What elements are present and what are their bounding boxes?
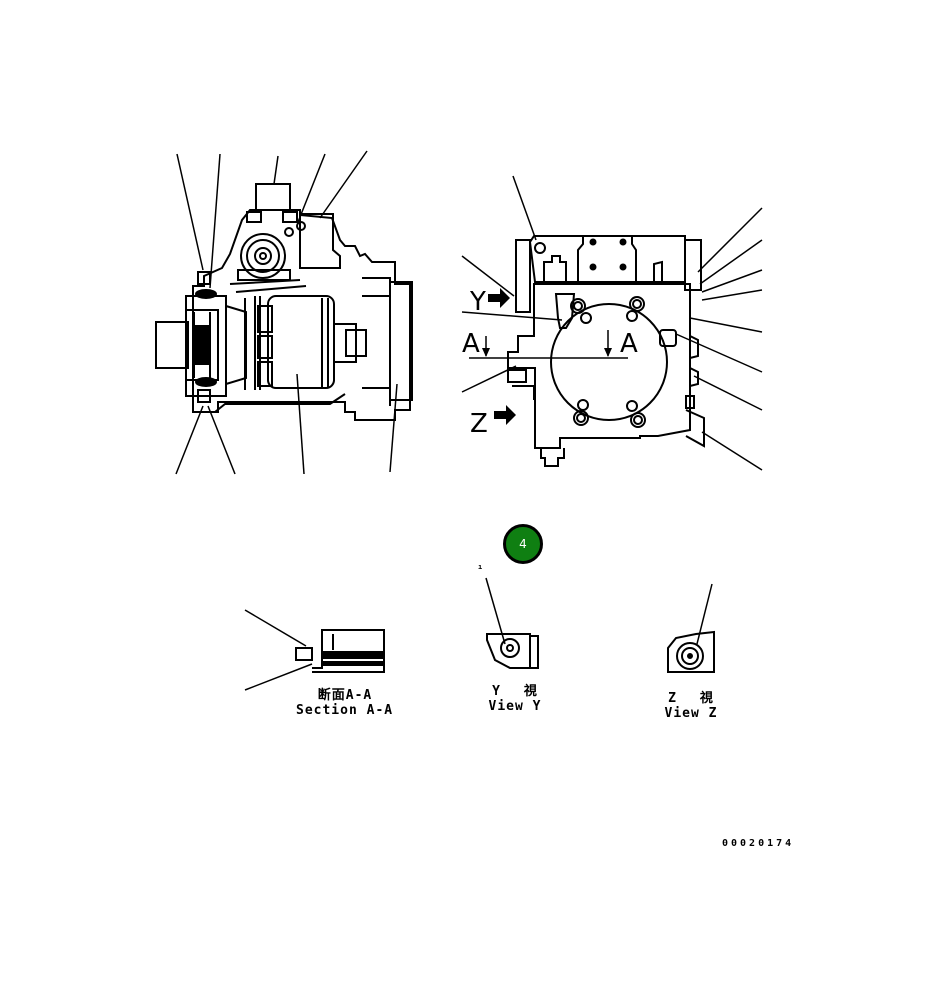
side-section-view [155, 150, 413, 475]
view-z-label-en: View Z [664, 706, 718, 721]
callout-number: 4 [519, 537, 527, 551]
svg-text:A: A [462, 329, 480, 359]
view-y-detail [485, 577, 539, 669]
view-z-detail [667, 583, 715, 673]
svg-text:Z: Z [470, 409, 488, 439]
front-view: Y A A Z [461, 175, 763, 471]
section-aa-label-jp: 断面A-A [317, 688, 373, 703]
view-y-label-en: View Y [488, 699, 542, 714]
section-aa-label-en: Section A-A [296, 703, 394, 718]
svg-text:A: A [620, 329, 638, 359]
view-z-label-jp: Z 視 [668, 691, 714, 706]
view-y-label-jp: Y 視 [492, 684, 538, 699]
section-aa-view [244, 609, 385, 691]
small-mark: ı [478, 563, 483, 571]
callout-number-badge[interactable]: 4 [503, 524, 543, 564]
svg-text:Y: Y [469, 287, 486, 317]
document-number: 00020174 [722, 838, 795, 849]
